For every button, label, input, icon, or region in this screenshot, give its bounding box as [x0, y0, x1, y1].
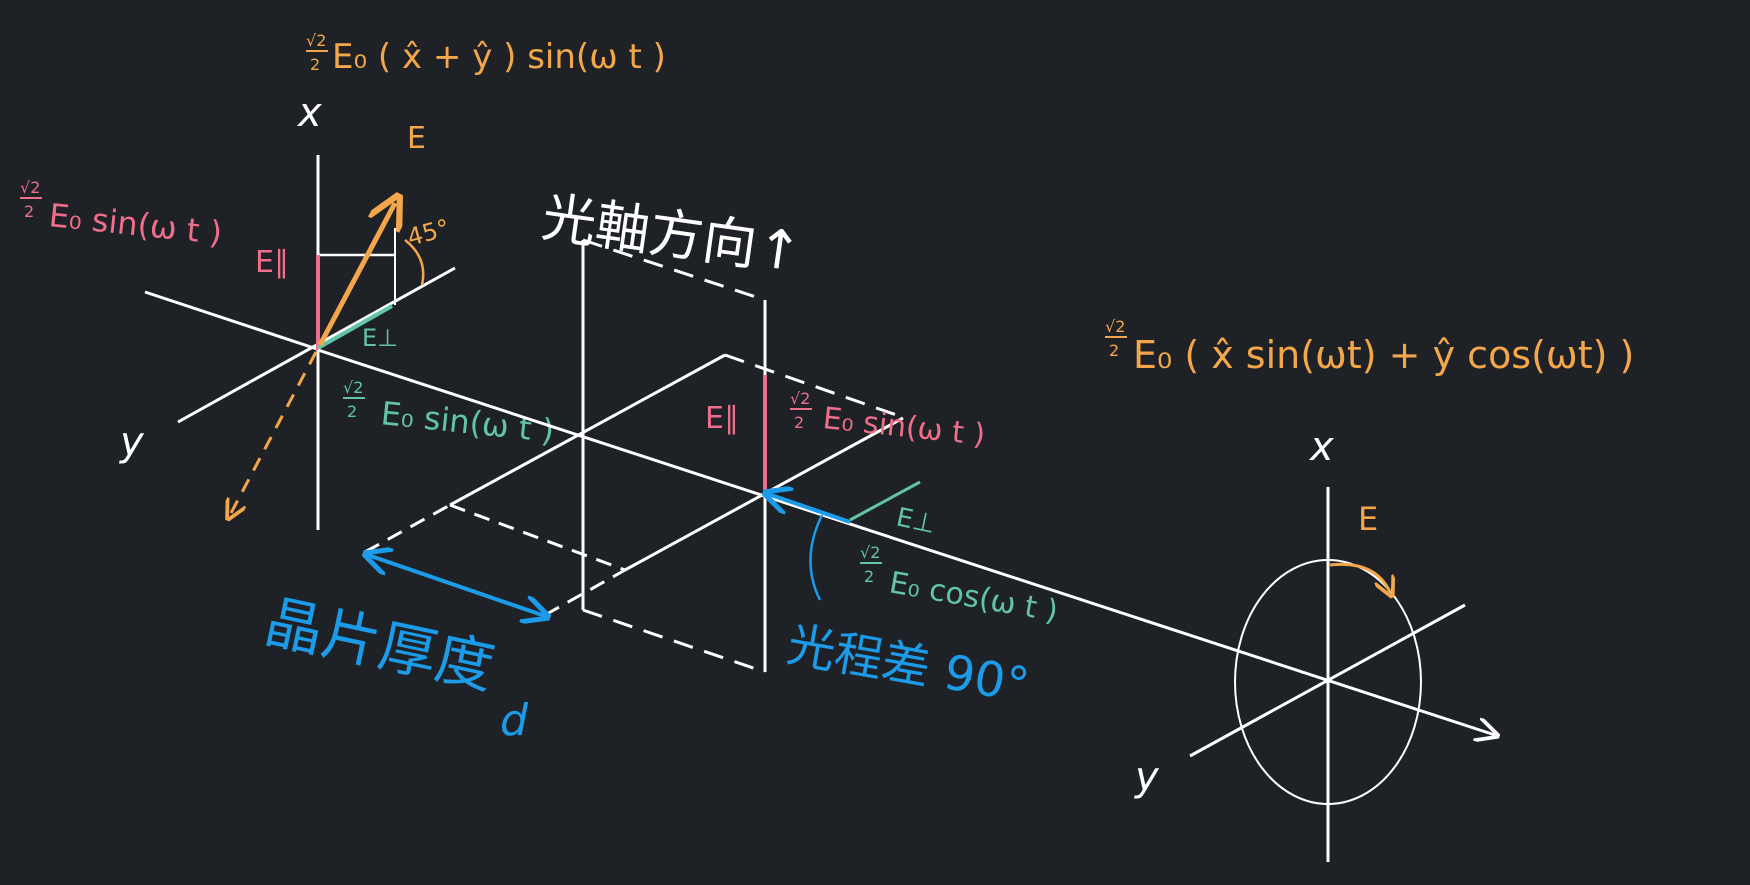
exit-E-perp-segment: [849, 480, 921, 522]
left-horizontal-axis: [144, 290, 321, 352]
par-expr: E₀ sin(ω t ): [47, 196, 224, 252]
polarization-ellipse: [1234, 559, 1422, 805]
par-sqrt: √2: [20, 178, 40, 197]
left-x-label: x: [296, 90, 322, 136]
right-E-label: E: [1358, 500, 1378, 538]
thickness-symbol: d: [500, 695, 529, 746]
exit-par-expr: E₀ sin(ω t ): [821, 401, 987, 453]
input-expr: E₀ ( x̂ + ŷ ) sin(ω t ): [332, 37, 666, 77]
optic-axis-label: 光軸方向↑: [538, 185, 805, 284]
exit-par-den: 2: [794, 413, 804, 432]
crystal-y-line-1: [449, 353, 726, 507]
exit-perp-den: 2: [864, 567, 874, 586]
left-y-label: y: [119, 419, 145, 465]
path-diff-pointer: [809, 514, 824, 601]
input-den: 2: [310, 55, 320, 74]
crystal-bottom-dash-3: [544, 568, 626, 617]
output-expr: E₀ ( x̂ sin(ωt) + ŷ cos(ωt) ): [1133, 333, 1634, 377]
input-expression: √2 2 E₀ ( x̂ + ŷ ) sin(ω t ): [306, 31, 666, 77]
thickness-label: 晶片厚度: [259, 587, 500, 702]
exit-blue-arrow: [768, 494, 851, 524]
path-diff-label: 光程差 90°: [783, 617, 1033, 715]
right-y-label: y: [1134, 754, 1160, 800]
right-y-axis: [1189, 603, 1466, 758]
propagation-dashed-arrow: [230, 351, 318, 515]
left-E-par-label: E∥: [255, 245, 289, 280]
left-par-expression: √2 2 E₀ sin(ω t ): [20, 178, 224, 252]
left-axes: x y E 45° E∥ E⊥ √2 2 E₀ ( x̂ + ŷ ) sin(ω…: [20, 31, 666, 530]
propagation-axis: [317, 348, 1495, 735]
left-E-label: E: [407, 121, 426, 156]
output-sqrt: √2: [1105, 317, 1125, 336]
exit-par-sqrt: √2: [790, 389, 810, 408]
front-plate-bottom: [582, 608, 766, 674]
crystal-bottom-dash-2: [449, 503, 626, 572]
exit-par-expression: √2 2 E₀ sin(ω t ): [790, 389, 987, 453]
input-sqrt: √2: [306, 31, 326, 50]
exit-perp-sqrt: √2: [860, 543, 880, 562]
exit-perp-expr: E₀ cos(ω t ): [887, 565, 1061, 629]
left-E-perp-label: E⊥: [362, 324, 398, 352]
exit-perp-expression: √2 2 E₀ cos(ω t ): [860, 543, 1060, 629]
perp-expr: E₀ sin(ω t ): [379, 394, 556, 450]
rotation-arrow: [1329, 562, 1390, 592]
right-axes: x y E √2 2 E₀ ( x̂ sin(ωt) + ŷ cos(ωt) ): [1105, 317, 1634, 862]
crystal-bottom-dash-1: [364, 503, 451, 554]
exit-E-perp-label: E⊥: [894, 503, 938, 540]
E-vector-arrow: [317, 203, 395, 347]
perp-den: 2: [347, 402, 357, 421]
E-perp-segment: [317, 304, 393, 350]
right-x-label: x: [1308, 424, 1334, 470]
output-expression: √2 2 E₀ ( x̂ sin(ωt) + ŷ cos(ωt) ): [1105, 317, 1634, 377]
par-den: 2: [24, 202, 34, 221]
angle-arc: [404, 239, 425, 286]
exit-E-par-label: E∥: [705, 401, 739, 436]
left-perp-expression: √2 2 E₀ sin(ω t ): [343, 378, 556, 450]
perp-sqrt: √2: [343, 378, 363, 397]
angle-label: 45°: [404, 214, 452, 252]
thickness-arrow: [368, 555, 545, 616]
output-den: 2: [1109, 341, 1119, 360]
